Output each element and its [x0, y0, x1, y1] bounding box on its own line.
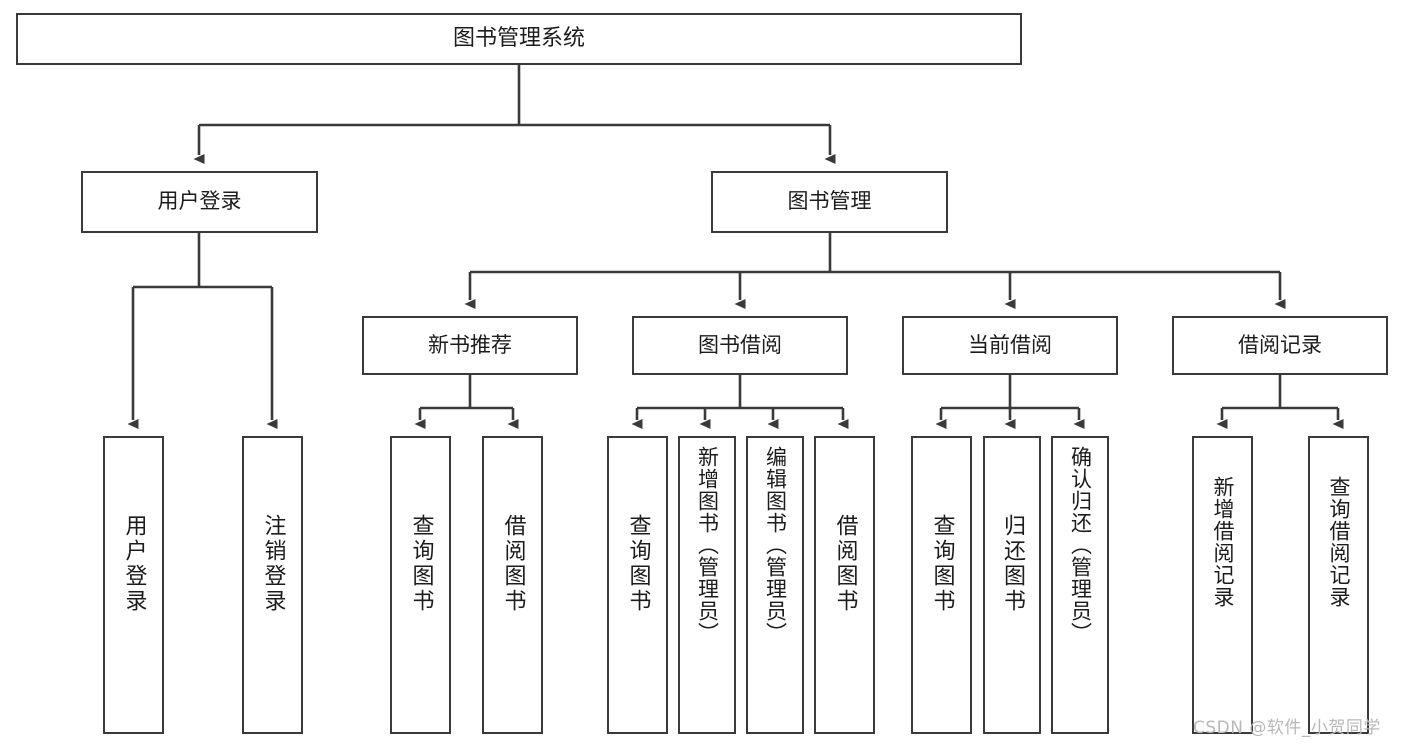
node-label: 图书管理系统: [452, 25, 585, 51]
leaf-current-borrow-query[interactable]: 查询图书: [911, 436, 972, 734]
node-label: 归还图书: [1000, 514, 1025, 614]
node-label: 当前借阅: [968, 332, 1052, 357]
node-label: 注销登录: [260, 514, 286, 614]
leaf-book-borrow-add[interactable]: 新增图书（管理员）: [678, 436, 736, 734]
node-user-login[interactable]: 用户登录: [81, 171, 318, 233]
node-label: 确认归还（管理员）: [1068, 446, 1093, 644]
leaf-borrow-record-add[interactable]: 新增借阅记录: [1192, 436, 1253, 734]
leaf-user-login-logout[interactable]: 注销登录: [242, 436, 303, 734]
leaf-book-borrow-query[interactable]: 查询图书: [607, 436, 668, 734]
node-current-borrow[interactable]: 当前借阅: [902, 316, 1118, 375]
node-label: 查询图书: [625, 514, 651, 614]
leaf-book-borrow-borrow[interactable]: 借阅图书: [814, 436, 875, 734]
node-new-book-recommend[interactable]: 新书推荐: [362, 316, 578, 375]
node-label: 用户登录: [157, 189, 242, 214]
leaf-new-book-query[interactable]: 查询图书: [390, 436, 451, 734]
node-label: 编辑图书（管理员）: [763, 446, 788, 644]
node-label: 借阅记录: [1238, 332, 1322, 357]
node-label: 用户登录: [121, 514, 147, 614]
node-label: 查询图书: [929, 514, 955, 614]
node-label: 查询图书: [408, 514, 434, 614]
leaf-user-login-login[interactable]: 用户登录: [103, 436, 164, 734]
leaf-new-book-borrow[interactable]: 借阅图书: [482, 436, 543, 734]
node-label: 新增图书（管理员）: [695, 446, 720, 644]
node-label: 图书借阅: [698, 332, 782, 357]
node-label: 借阅图书: [500, 514, 526, 614]
node-root-system[interactable]: 图书管理系统: [16, 13, 1022, 65]
node-label: 新增借阅记录: [1211, 476, 1235, 608]
leaf-current-borrow-return[interactable]: 归还图书: [983, 436, 1041, 734]
leaf-book-borrow-edit[interactable]: 编辑图书（管理员）: [746, 436, 804, 734]
node-label: 图书管理: [787, 189, 872, 214]
node-book-borrow[interactable]: 图书借阅: [632, 316, 848, 375]
node-book-management[interactable]: 图书管理: [711, 171, 948, 233]
node-label: 新书推荐: [428, 332, 512, 357]
leaf-borrow-record-query[interactable]: 查询借阅记录: [1308, 436, 1369, 734]
node-label: 查询借阅记录: [1327, 476, 1351, 608]
node-label: 借阅图书: [832, 514, 858, 614]
leaf-current-borrow-confirm-return[interactable]: 确认归还（管理员）: [1051, 436, 1109, 734]
node-borrow-record[interactable]: 借阅记录: [1172, 316, 1388, 375]
